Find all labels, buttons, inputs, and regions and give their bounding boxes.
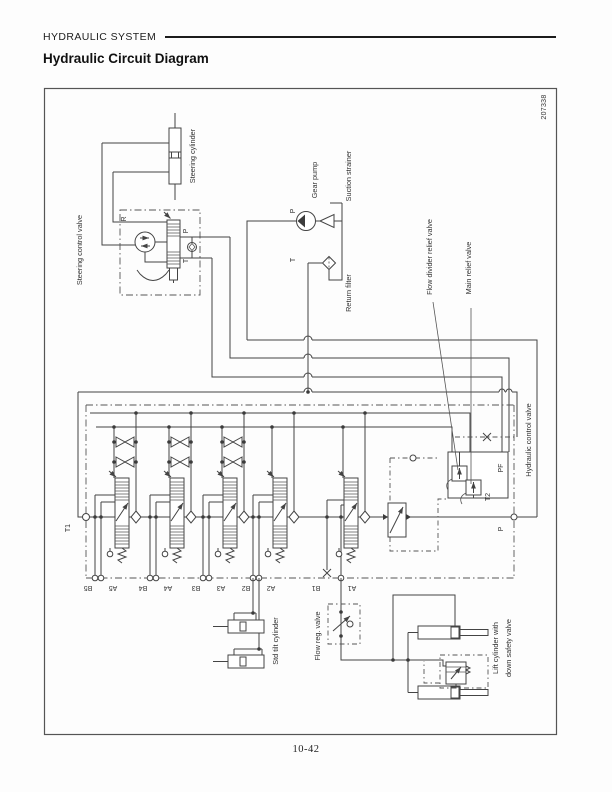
- port-inlet-p: P: [498, 526, 505, 531]
- tilt-cylinder-1: [212, 619, 265, 634]
- page-header: HYDRAULIC SYSTEM: [43, 31, 556, 43]
- label-gear-pump: Gear pump: [310, 162, 319, 199]
- label-suction-strainer: Suction strainer: [344, 150, 353, 201]
- port-t1-circle: [82, 513, 90, 521]
- label-std-tilt-cylinder: Std tilt cylinder: [271, 617, 280, 665]
- label-return-filter: Return filter: [344, 274, 353, 312]
- down-safety-valve-symbol: [423, 661, 472, 686]
- figure-border: [43, 87, 558, 736]
- plugged-port-b1-x: [322, 568, 332, 578]
- port-steering-t: T: [183, 258, 190, 263]
- port-steering-p: P: [183, 228, 190, 233]
- tilt-cylinder-2: [212, 654, 265, 669]
- routing-lines: [77, 237, 538, 518]
- label-flow-divider-relief-valve: Flow divider relief valve: [425, 219, 434, 295]
- port-a5: A5: [109, 584, 118, 591]
- label-steering-control-valve: Steering control valve: [75, 215, 84, 285]
- port-b4: B4: [139, 584, 148, 591]
- label-main-relief-valve: Main relief valve: [464, 242, 473, 295]
- relief-valve-block: [446, 451, 509, 505]
- port-p-circle: [510, 513, 518, 521]
- label-steering-cylinder: Steering cylinder: [188, 128, 197, 183]
- port-a3: A3: [217, 584, 226, 591]
- port-t2: T2: [485, 493, 492, 501]
- port-t1: T1: [65, 524, 72, 532]
- page-number: 10-42: [292, 744, 320, 755]
- port-pf: PF: [498, 464, 505, 473]
- port-b5: B5: [84, 584, 93, 591]
- label-lift-cylinder-line1: Lift cylinder with: [491, 622, 500, 674]
- work-port-circles: [91, 574, 345, 582]
- plugged-passage-x: [482, 432, 492, 442]
- port-b1: B1: [312, 584, 321, 591]
- port-a1: A1: [348, 584, 357, 591]
- page-title: Hydraulic Circuit Diagram: [43, 51, 209, 66]
- port-a2: A2: [267, 584, 276, 591]
- section-header-text: HYDRAULIC SYSTEM: [43, 31, 157, 43]
- port-pump-p: P: [290, 208, 297, 213]
- port-return-t: T: [290, 257, 297, 262]
- tilt-cylinder-circuit: [212, 578, 265, 669]
- gear-pump-symbol: [246, 211, 316, 340]
- label-hydraulic-control-valve: Hydraulic control valve: [524, 403, 533, 476]
- figure-number: 207338: [541, 94, 548, 119]
- port-b3: B3: [192, 584, 201, 591]
- header-rule: [165, 35, 556, 39]
- leader-flow-divider-relief: [432, 301, 459, 471]
- bus-junction-dots: [93, 411, 367, 519]
- label-flow-reg-valve: Flow reg. valve: [313, 611, 322, 660]
- steering-cylinder-symbol: [101, 113, 182, 246]
- lift-cylinder-circuit: [391, 594, 489, 700]
- flow-reg-valve-symbol: [327, 578, 446, 667]
- port-a4: A4: [164, 584, 173, 591]
- flow-divider-symbol: [383, 454, 448, 552]
- port-steering-r: R: [121, 216, 128, 221]
- hydraulic-control-valve-bank: [82, 404, 518, 582]
- suction-strainer-symbol: [315, 202, 343, 281]
- port-b2: B2: [242, 584, 251, 591]
- steering-control-valve: [119, 209, 230, 296]
- label-lift-cylinder-line2: down safety valve: [504, 619, 513, 677]
- return-filter-symbol: [307, 255, 337, 392]
- work-port-labels: B5 A5 B4 A4 B3 A3 B2 A2 B1 A1: [84, 584, 357, 591]
- lift-cylinder-1: [417, 625, 489, 640]
